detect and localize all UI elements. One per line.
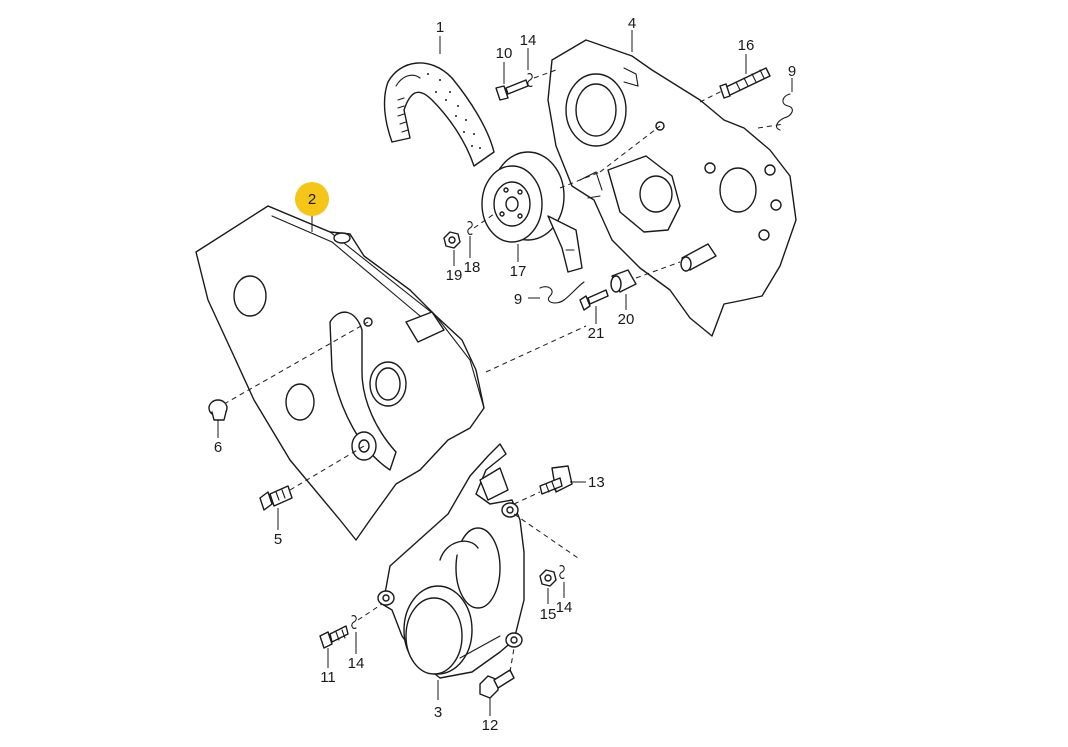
rear-timing-cover[interactable] xyxy=(547,39,797,337)
callout-21: 21 xyxy=(588,325,605,342)
callout-2: 2 xyxy=(308,191,316,208)
callout-6: 6 xyxy=(214,439,222,456)
callout-14-right: 14 xyxy=(556,599,573,616)
callout-15: 15 xyxy=(540,606,557,623)
spring-washer-18[interactable] xyxy=(467,221,473,235)
callout-9-middle: 9 xyxy=(514,291,522,308)
plug-6[interactable] xyxy=(208,399,228,421)
bolt-11[interactable] xyxy=(319,625,349,649)
timing-belt[interactable] xyxy=(383,62,495,167)
spring-washer-14-top[interactable] xyxy=(527,73,533,87)
fastener-5[interactable] xyxy=(259,485,293,511)
nut-15[interactable] xyxy=(539,569,557,587)
spring-washer-14-left[interactable] xyxy=(351,615,357,629)
callout-12: 12 xyxy=(482,717,499,734)
bolt-16[interactable] xyxy=(719,67,771,99)
upper-timing-cover[interactable] xyxy=(195,205,485,541)
tensioner-pulley[interactable] xyxy=(481,151,583,273)
callout-3: 3 xyxy=(434,704,442,721)
bolt-21[interactable] xyxy=(579,289,609,311)
callout-10: 10 xyxy=(496,45,513,62)
clip-9-middle[interactable] xyxy=(539,281,585,304)
nut-19[interactable] xyxy=(443,231,461,249)
callout-20: 20 xyxy=(618,311,635,328)
callout-17: 17 xyxy=(510,263,527,280)
callout-14-left: 14 xyxy=(348,655,365,672)
callout-19: 19 xyxy=(446,267,463,284)
bolt-13[interactable] xyxy=(539,465,573,495)
spring-washer-14-right[interactable] xyxy=(559,565,565,579)
callout-13: 13 xyxy=(588,474,605,491)
spacer-20[interactable] xyxy=(610,269,637,293)
highlight-marker-2[interactable]: 2 xyxy=(295,182,329,216)
callout-1: 1 xyxy=(436,19,444,36)
bolt-12[interactable] xyxy=(479,669,515,699)
bolt-10[interactable] xyxy=(495,79,529,101)
callout-18: 18 xyxy=(464,259,481,276)
callout-9-top: 9 xyxy=(788,63,796,80)
lower-timing-cover[interactable] xyxy=(377,443,525,679)
callout-5: 5 xyxy=(274,531,282,548)
callout-4: 4 xyxy=(628,15,636,32)
callout-14-top: 14 xyxy=(520,32,537,49)
callout-16: 16 xyxy=(738,37,755,54)
callout-11: 11 xyxy=(320,669,336,686)
